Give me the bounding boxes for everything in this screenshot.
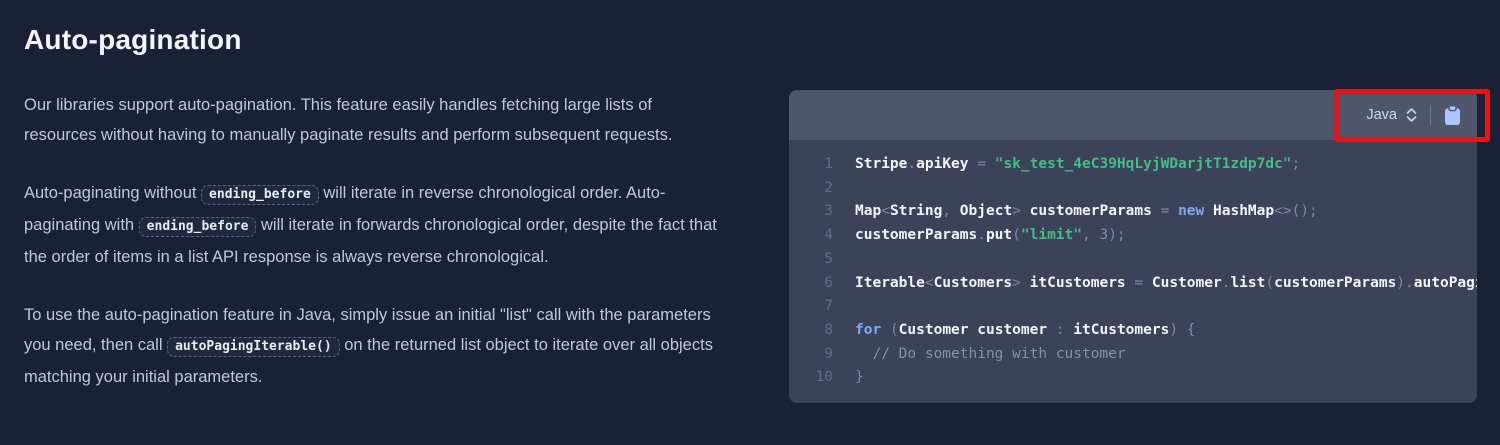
language-label: Java <box>1366 107 1397 123</box>
code-line-content: } <box>855 369 864 386</box>
code-line: 1 Stripe.apiKey = "sk_test_4eC39HqLyjWDar… <box>803 153 1477 177</box>
code-line-content <box>833 248 855 272</box>
code-line: 10} <box>803 366 1477 390</box>
code-line-content <box>833 295 855 319</box>
code-line: 2 <box>803 177 1477 201</box>
code-line: 3 Map<String, Object> customerParams = ne… <box>803 200 1477 224</box>
clipboard-icon <box>1444 104 1461 126</box>
line-number: 9 <box>824 345 833 362</box>
code-lines: 1 Stripe.apiKey = "sk_test_4eC39HqLyjWDar… <box>803 153 1477 390</box>
language-selector[interactable]: Java <box>1366 107 1417 123</box>
code-line: 9 // Do something with customer <box>803 343 1477 367</box>
line-number: 4 <box>824 227 833 244</box>
inline-code: ending_before <box>138 217 257 237</box>
code-line: 5 <box>803 248 1477 272</box>
paragraph: To use the auto-pagination feature in Ja… <box>24 306 713 386</box>
inline-code: ending_before <box>201 185 319 205</box>
line-number: 2 <box>824 179 833 196</box>
line-number: 7 <box>824 298 833 315</box>
line-number: 3 <box>824 203 833 220</box>
header-divider <box>1430 105 1431 125</box>
code-line-content: for (Customer customer : itCustomers) { <box>855 321 1196 338</box>
code-line-content: Iterable<Customers> itCustomers = Custom… <box>855 274 1477 291</box>
code-line: 6 Iterable<Customers> itCustomers = Custo… <box>803 272 1477 296</box>
code-line-content: Stripe.apiKey = "sk_test_4eC39HqLyjWDarj… <box>855 156 1301 172</box>
line-number: 6 <box>824 274 833 291</box>
line-number: 1 <box>824 156 833 172</box>
article: Auto-pagination Our libraries support au… <box>24 24 728 420</box>
paragraph: Auto-paginating without ending_before wi… <box>24 184 717 266</box>
code-line: 7 <box>803 295 1477 319</box>
line-number: 10 <box>815 369 833 386</box>
code-line: 8 for (Customer customer : itCustomers) { <box>803 319 1477 343</box>
code-panel: Java 1 Stripe.apiKey = "sk_test_4eC39HqLy… <box>789 90 1477 403</box>
line-number: 5 <box>824 250 833 267</box>
inline-code: autoPagingIterable() <box>167 337 340 357</box>
code-line-content: customerParams.put("limit", 3); <box>855 227 1126 244</box>
chevron-up-down-icon <box>1406 107 1417 123</box>
code-line-content <box>833 177 855 201</box>
code-line: 4 customerParams.put("limit", 3); <box>803 224 1477 248</box>
line-number: 8 <box>824 321 833 338</box>
copy-button[interactable] <box>1444 104 1461 126</box>
paragraph: Our libraries support auto-pagination. T… <box>24 96 673 144</box>
page-title: Auto-pagination <box>24 24 242 55</box>
code-panel-header: Java <box>789 90 1477 140</box>
code-line-content: Map<String, Object> customerParams = new… <box>855 203 1318 220</box>
code-editor[interactable]: 1 Stripe.apiKey = "sk_test_4eC39HqLyjWDar… <box>789 140 1477 403</box>
code-line-content: // Do something with customer <box>855 345 1126 362</box>
